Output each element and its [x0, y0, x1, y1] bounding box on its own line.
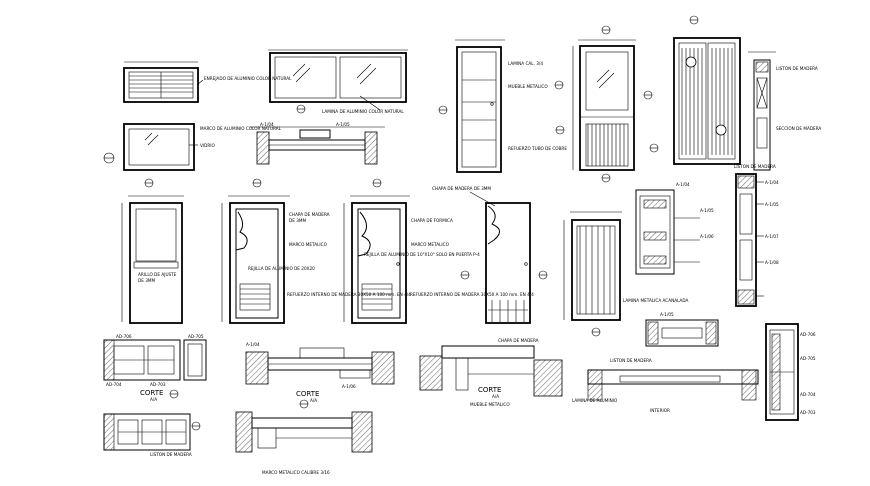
ad4-label: AD-703: [150, 382, 166, 387]
door3-note: CHAPA DE FORMICA: [411, 218, 453, 223]
mid-section-a3: A-1/06: [342, 384, 356, 389]
cutaway-door-elevation-2: CHAPA DE FORMICA MARCO METALICO REJILLA …: [343, 178, 534, 324]
door-glass-panel-note: LAMINA CAL. 3/4: [508, 61, 543, 66]
cutaway-door-elevation-3: CHAPA DE MADERA DE 3MM: [432, 186, 548, 324]
door3-grille: REJILLA DE ALUMINIO DE 10"X10" SOLO EN P…: [364, 252, 480, 257]
wood-door-sub: MUEBLE METALICO: [508, 84, 548, 89]
bottom-note: MARCO METALICO CALIBRE 3/16: [262, 470, 330, 475]
double-glass-window-elevation: LAMINA DE ALUMINIO COLOR NATURAL: [268, 49, 408, 114]
far-right-ad2: AD-705: [800, 356, 816, 361]
window-plan-a1: A-1/04: [260, 122, 274, 127]
plain-door-note: ARILLO DE AJUSTE: [138, 272, 177, 277]
corte-sub-3: A/A: [492, 394, 499, 399]
corte-title-2: CORTE: [296, 390, 319, 398]
liston-note: LISTON DE MADERA: [150, 452, 192, 457]
door2-note: CHAPA DE MADERA: [289, 212, 330, 217]
cutaway-door-elevation-1: CHAPA DE MADERA DE 3MM MARCO METALICO RE…: [221, 178, 411, 324]
detail-a2: A-1/05: [700, 208, 714, 213]
door4-note: CHAPA DE MADERA DE 3MM: [432, 186, 491, 191]
bottom-left-section-b: LISTON DE MADERA: [103, 413, 201, 457]
glass-window-elevation: MARCO DE ALUMINIO COLOR NATURAL VIDRIO: [103, 123, 282, 171]
corte-title-3: CORTE: [478, 386, 501, 394]
far-right-vertical-section: AD-706 AD-705 AD-704 AD-703: [765, 323, 816, 421]
door2-grille: REJILLA DE ALUMINIO DE 20X20: [248, 266, 315, 271]
aluminum-frame-note: LAMINA DE ALUMINIO COLOR NATURAL: [322, 109, 404, 114]
plain-door-elevation: ARILLO DE AJUSTE DE 3MM: [121, 178, 184, 324]
far-right-ad3: AD-704: [800, 392, 816, 397]
door2-sub: DE 3MM: [289, 218, 306, 223]
vsection-a2: A-1/05: [765, 202, 779, 207]
grille-note: ENREJADO DE ALUMINIO COLOR NATURAL: [204, 76, 292, 81]
corte-title-1: CORTE: [140, 389, 163, 397]
double-louvered-door-elevation: [673, 15, 741, 165]
vsection-a5: A-1/08: [765, 260, 779, 265]
window-frame-note: MARCO DE ALUMINIO COLOR NATURAL: [200, 126, 282, 131]
corte-sub-1: A/A: [150, 397, 157, 402]
vsection-a4: A-1/07: [765, 234, 779, 239]
tube-note: REFUERZO TUBO DE COBRE: [508, 146, 567, 151]
right-section-header: A-1/05: [660, 312, 674, 317]
grille-window-elevation: ENREJADO DE ALUMINIO COLOR NATURAL: [123, 61, 292, 103]
window-plan-section: A-1/04 A-1/05: [250, 122, 385, 165]
mid-section-a1: A-1/04: [246, 342, 260, 347]
detail-a1: A-1/04: [676, 182, 690, 187]
vsection-a1: A-1/04: [765, 180, 779, 185]
ad2-label: AD-705: [188, 334, 204, 339]
ad3-label: AD-704: [106, 382, 122, 387]
right-section-lamina: LAMINA DE ALUMINIO: [572, 398, 618, 403]
vertical-louver-door-elevation: LAMINA METALICA ACANALADA: [563, 211, 689, 337]
bottom-center-section: MARCO METALICO CALIBRE 3/16: [235, 399, 373, 475]
door2-frame: MARCO METALICO: [289, 242, 328, 247]
window-plan-a2: A-1/05: [336, 122, 350, 127]
detail-header: LISTON DE MADERA: [734, 164, 776, 169]
ad1-label: AD-706: [116, 334, 132, 339]
middle-horizontal-section: CORTE A/A A-1/06 A-1/04: [245, 342, 395, 403]
detail-a3: A-1/06: [700, 234, 714, 239]
far-right-ad1: AD-706: [800, 332, 816, 337]
door3-frame: MARCO METALICO: [411, 242, 450, 247]
glazed-louver-door-elevation: [554, 25, 659, 183]
glass-note: VIDRIO: [200, 143, 215, 148]
center-right-header: CHAPA DE MADERA: [498, 338, 539, 343]
wood-louver-note: LISTON DE MADERA: [776, 66, 818, 71]
right-horizontal-section: A-1/05 LISTON DE MADERA LAMINA DE ALUMIN…: [572, 312, 759, 413]
far-right-ad4: AD-703: [800, 410, 816, 415]
bottom-left-section-a: AD-706 AD-705 AD-704 AD-703 CORTE A/A: [103, 334, 207, 402]
door2-reinf: REFUERZO INTERNO DE MADERA 30X50 A 100 m…: [287, 292, 411, 297]
louver-door-note: LAMINA METALICA ACANALADA: [623, 298, 689, 303]
right-jamb-detail: LISTON DE MADERA SECCION DE MADERA: [748, 51, 821, 171]
right-section-liston: LISTON DE MADERA: [610, 358, 652, 363]
center-right-section: CORTE A/A MUEBLE METALICO CHAPA DE MADER…: [419, 338, 563, 407]
plain-door-sub: DE 3MM: [138, 278, 155, 283]
cabinet-section-detail: A-1/04 A-1/05 A-1/06: [635, 182, 714, 275]
section-left-note: SECCION DE MADERA: [776, 126, 821, 131]
narrow-door-elevation: LAMINA CAL. 3/4 MUEBLE METALICO REFUERZO…: [438, 39, 567, 173]
center-right-note: MUEBLE METALICO: [470, 402, 510, 407]
corte-sub-2: A/A: [310, 398, 317, 403]
right-section-interior: INTERIOR: [650, 408, 670, 413]
door3-reinf: REFUERZO INTERNO DE MADERA 30X50 A 100 m…: [410, 292, 534, 297]
tall-vertical-section: LISTON DE MADERA A-1/04 A-1/05 A-1/07 A-…: [734, 164, 779, 307]
